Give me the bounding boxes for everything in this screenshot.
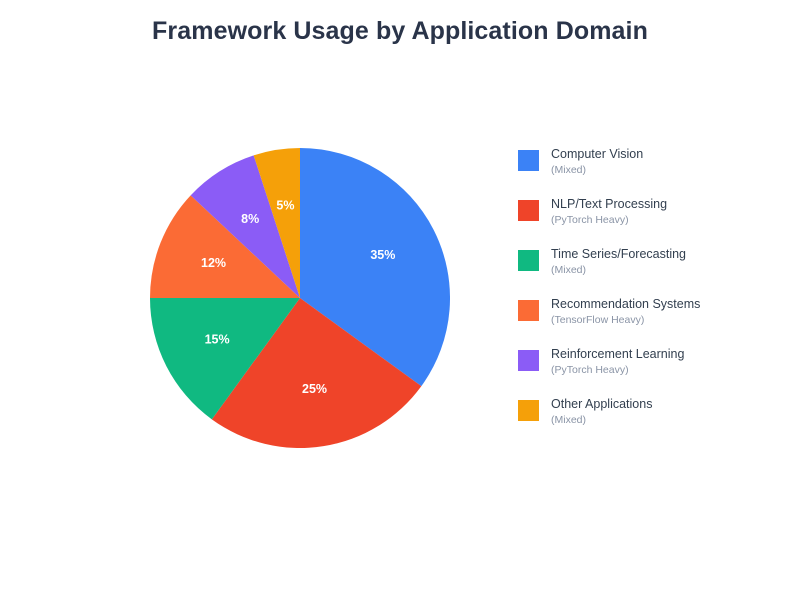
- legend-text-block: Recommendation Systems (TensorFlow Heavy): [551, 296, 700, 328]
- legend-item-sublabel: (Mixed): [551, 414, 587, 426]
- legend-item-label: Other Applications: [551, 397, 653, 411]
- legend-item-sublabel: (Mixed): [551, 264, 587, 276]
- legend-item-label: Recommendation Systems: [551, 297, 701, 311]
- legend-item-sublabel: (PyTorch Heavy): [551, 364, 629, 376]
- legend-item-sublabel: (TensorFlow Heavy): [551, 314, 645, 326]
- legend-text-block: Reinforcement Learning (PyTorch Heavy): [551, 346, 684, 378]
- legend-color-swatch: [518, 200, 539, 221]
- legend-item-sublabel: (Mixed): [551, 164, 587, 176]
- legend-color-swatch: [518, 250, 539, 271]
- legend-item[interactable]: Reinforcement Learning (PyTorch Heavy): [518, 346, 778, 398]
- legend-text-block: Time Series/Forecasting (Mixed): [551, 246, 686, 278]
- legend-item[interactable]: Other Applications (Mixed): [518, 396, 778, 448]
- pie-slice-value-label: 35%: [370, 248, 395, 262]
- legend-text-block: NLP/Text Processing (PyTorch Heavy): [551, 196, 667, 228]
- legend-color-swatch: [518, 150, 539, 171]
- pie-slice-value-label: 15%: [205, 333, 230, 347]
- pie-slice-value-label: 8%: [241, 212, 259, 226]
- legend-item[interactable]: NLP/Text Processing (PyTorch Heavy): [518, 196, 778, 248]
- legend-color-swatch: [518, 350, 539, 371]
- pie-slice-value-label: 5%: [276, 198, 294, 212]
- legend-item-label: Reinforcement Learning: [551, 347, 685, 361]
- pie-slice[interactable]: [150, 195, 300, 298]
- pie-slice-value-label: 25%: [302, 382, 327, 396]
- chart-legend: Computer Vision (Mixed) NLP/Text Processin…: [518, 146, 778, 448]
- chart-title: Framework Usage by Application Domain: [152, 17, 648, 45]
- pie-svg: 35% 25% 15% 12% 8% 5%: [150, 148, 450, 448]
- pie-slice[interactable]: [253, 148, 300, 298]
- legend-item-sublabel: (PyTorch Heavy): [551, 214, 629, 226]
- pie-slice[interactable]: [300, 148, 450, 387]
- pie-slice-value-label: 12%: [201, 256, 226, 270]
- pie-slice[interactable]: [211, 298, 422, 448]
- legend-item-label: Time Series/Forecasting: [551, 247, 686, 261]
- pie-slice[interactable]: [190, 155, 300, 298]
- legend-item[interactable]: Computer Vision (Mixed): [518, 146, 778, 198]
- pie-slice[interactable]: [150, 298, 300, 420]
- legend-item[interactable]: Recommendation Systems (TensorFlow Heavy): [518, 296, 778, 348]
- legend-text-block: Computer Vision (Mixed): [551, 146, 643, 178]
- legend-color-swatch: [518, 400, 539, 421]
- legend-color-swatch: [518, 300, 539, 321]
- legend-item-label: NLP/Text Processing: [551, 197, 668, 211]
- legend-item-label: Computer Vision: [551, 147, 644, 161]
- legend-text-block: Other Applications (Mixed): [551, 396, 652, 428]
- legend-item[interactable]: Time Series/Forecasting (Mixed): [518, 246, 778, 298]
- pie-plot-area: 35% 25% 15% 12% 8% 5%: [150, 148, 450, 448]
